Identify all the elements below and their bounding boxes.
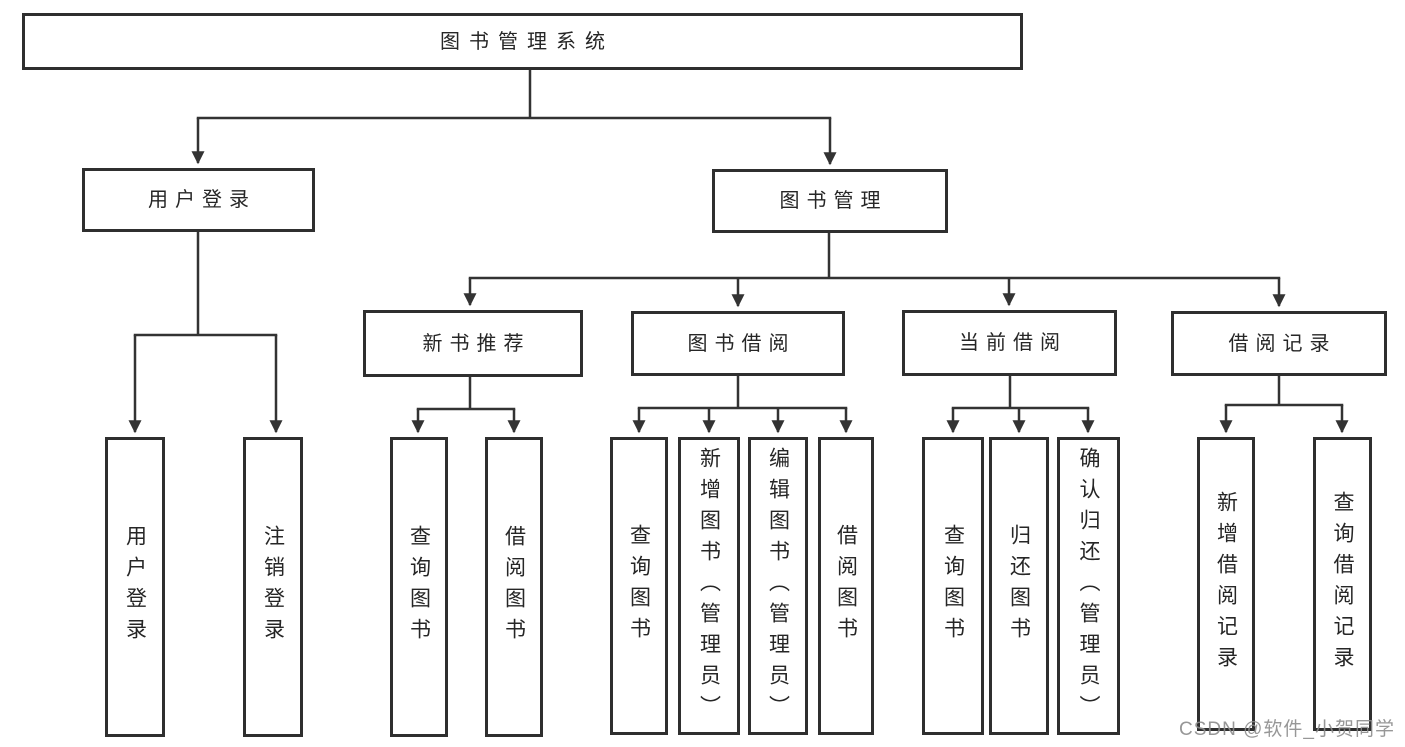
leaf-confirm-return-admin: 确认归还（管理员） bbox=[1057, 437, 1120, 735]
node-user-login: 用户登录 bbox=[82, 168, 315, 232]
node-borrow-records: 借阅记录 bbox=[1171, 311, 1387, 376]
connectors-borrow-records bbox=[1219, 376, 1349, 434]
connectors-root bbox=[191, 69, 837, 166]
connectors-user-login bbox=[128, 232, 283, 434]
leaf-add-book-admin-label: 新增图书（管理员） bbox=[697, 446, 721, 726]
leaf-query-borrow-record-label: 查询借阅记录 bbox=[1331, 491, 1354, 677]
leaf-query-books-current: 查询图书 bbox=[922, 437, 984, 735]
node-book-borrow: 图书借阅 bbox=[631, 311, 845, 376]
node-current-borrow: 当前借阅 bbox=[902, 310, 1117, 376]
leaf-logout: 注销登录 bbox=[243, 437, 303, 737]
leaf-borrow-books-recommend-label: 借阅图书 bbox=[502, 525, 526, 649]
node-book-management-label: 图书管理 bbox=[779, 190, 888, 212]
node-borrow-records-label: 借阅记录 bbox=[1228, 332, 1337, 355]
leaf-query-books-borrow-label: 查询图书 bbox=[627, 524, 651, 648]
connectors-book-management bbox=[463, 233, 1286, 308]
leaf-borrow-books-recommend: 借阅图书 bbox=[485, 437, 543, 737]
node-root-label: 图书管理系统 bbox=[440, 30, 614, 53]
leaf-edit-book-admin-label: 编辑图书（管理员） bbox=[766, 446, 790, 726]
leaf-user-login: 用户登录 bbox=[105, 437, 165, 737]
node-new-book-recommend: 新书推荐 bbox=[363, 310, 583, 377]
connectors-current-borrow bbox=[946, 376, 1095, 434]
leaf-query-books-recommend-label: 查询图书 bbox=[407, 525, 431, 649]
leaf-confirm-return-admin-label: 确认归还（管理员） bbox=[1077, 446, 1100, 726]
leaf-borrow-books: 借阅图书 bbox=[818, 437, 874, 735]
leaf-add-borrow-record: 新增借阅记录 bbox=[1197, 437, 1255, 731]
leaf-add-borrow-record-label: 新增借阅记录 bbox=[1214, 491, 1238, 677]
node-user-login-label: 用户登录 bbox=[148, 189, 256, 211]
leaf-return-book: 归还图书 bbox=[989, 437, 1049, 735]
leaf-edit-book-admin: 编辑图书（管理员） bbox=[748, 437, 808, 735]
node-book-management: 图书管理 bbox=[712, 169, 948, 233]
leaf-query-books-current-label: 查询图书 bbox=[941, 524, 965, 648]
connectors-book-borrow bbox=[632, 376, 853, 434]
node-current-borrow-label: 当前借阅 bbox=[959, 332, 1067, 354]
leaf-query-books-borrow: 查询图书 bbox=[610, 437, 668, 735]
node-new-book-recommend-label: 新书推荐 bbox=[422, 332, 531, 355]
leaf-query-books-recommend: 查询图书 bbox=[390, 437, 448, 737]
leaf-borrow-books-label: 借阅图书 bbox=[834, 524, 858, 648]
connectors-new-book-recommend bbox=[411, 377, 521, 434]
leaf-user-login-label: 用户登录 bbox=[123, 525, 147, 649]
watermark-text: CSDN @软件_小贺同学 bbox=[1179, 719, 1395, 740]
leaf-logout-label: 注销登录 bbox=[261, 525, 285, 649]
node-root: 图书管理系统 bbox=[22, 13, 1023, 70]
leaf-query-borrow-record: 查询借阅记录 bbox=[1313, 437, 1372, 731]
node-book-borrow-label: 图书借阅 bbox=[687, 332, 796, 355]
leaf-add-book-admin: 新增图书（管理员） bbox=[678, 437, 740, 735]
leaf-return-book-label: 归还图书 bbox=[1007, 524, 1031, 648]
